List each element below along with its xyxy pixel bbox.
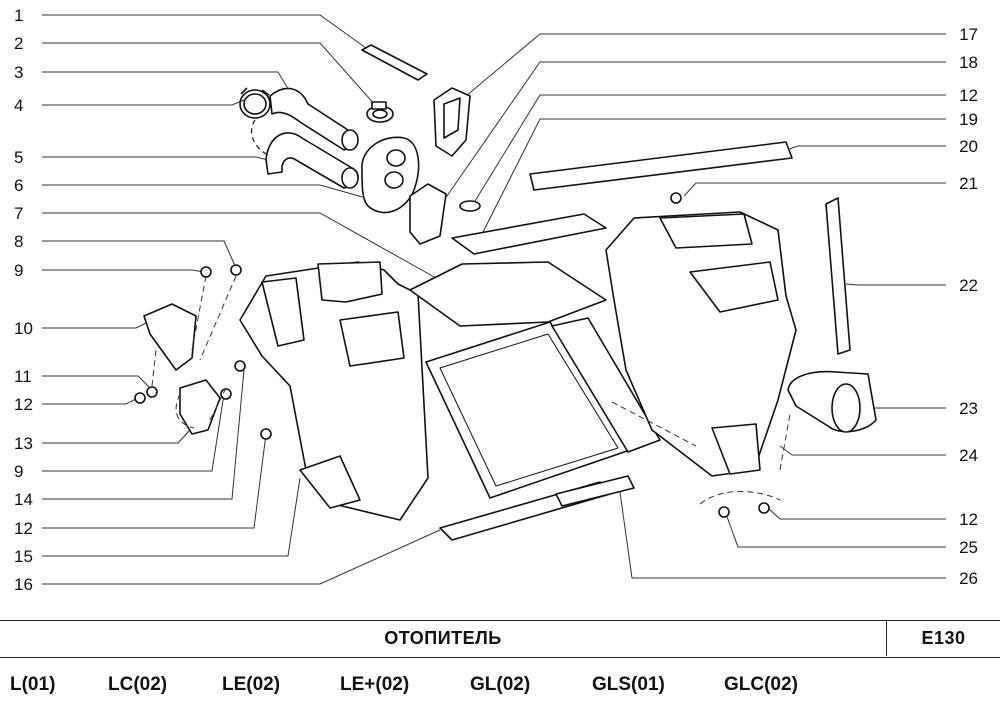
callout-number: 1	[14, 6, 23, 25]
callout-number: 5	[14, 148, 23, 167]
leader-line	[42, 156, 269, 161]
leader-line	[42, 269, 205, 273]
callout-number: 13	[14, 434, 33, 453]
leader-line	[42, 321, 149, 329]
variant-item: GLC(02)	[724, 674, 798, 695]
callout-number: 12	[14, 519, 33, 538]
dashed-guide-lines	[151, 275, 791, 505]
callout-number: 10	[14, 319, 33, 338]
callout-number: 2	[14, 34, 23, 53]
callout-number: 17	[959, 25, 978, 44]
part-6-grommet-plate	[361, 136, 420, 214]
callout-number: 16	[14, 575, 33, 594]
leader-line	[465, 33, 946, 97]
variant-item: LE+(02)	[340, 674, 410, 695]
variant-item: L(01)	[10, 674, 56, 695]
callout-number: 12	[959, 86, 978, 105]
callout-number: 9	[14, 462, 23, 481]
part-4-spring-clamp	[239, 87, 271, 119]
part-18-valve-bracket	[433, 87, 471, 157]
leader-line	[42, 397, 139, 405]
leader-line	[42, 529, 441, 585]
callout-number: 15	[14, 547, 33, 566]
title-bar: ОТОПИТЕЛЬ E130	[0, 620, 1000, 658]
part-17-valve	[409, 183, 447, 245]
part-24-housing-cover	[605, 211, 797, 477]
leader-line	[725, 513, 946, 548]
leader-line	[779, 445, 946, 456]
part-16-radiator	[425, 317, 661, 499]
part-19-flap	[451, 213, 607, 255]
callout-number: 24	[959, 446, 978, 465]
leader-line	[42, 99, 245, 106]
callout-number: 14	[14, 490, 33, 509]
part-23-air-duct	[787, 370, 877, 433]
callout-number: 3	[14, 63, 23, 82]
part-10-bracket	[143, 303, 197, 371]
callout-number: 11	[14, 367, 32, 386]
callout-number: 6	[14, 176, 23, 195]
variant-item: LE(02)	[222, 674, 281, 695]
page-title: ОТОПИТЕЛЬ	[384, 628, 502, 648]
leader-line	[619, 491, 946, 579]
callout-number: 7	[14, 204, 23, 223]
leader-line	[42, 393, 225, 472]
variant-list: L(01) LC(02) LE(02) LE+(02) GL(02) GLS(0…	[0, 670, 1000, 704]
callout-number: 25	[959, 538, 978, 557]
leader-line	[845, 283, 946, 286]
part-2-hose-clamp	[366, 101, 394, 123]
part-13-bracket	[179, 379, 221, 435]
callout-number: 12	[14, 395, 33, 414]
leader-line	[785, 145, 946, 151]
callout-number: 22	[959, 276, 978, 295]
heater-parts-artwork	[134, 44, 877, 541]
leader-line	[473, 118, 946, 251]
variant-item: LC(02)	[108, 674, 168, 695]
callout-number: 23	[959, 399, 978, 418]
variant-item: GL(02)	[470, 674, 531, 695]
part-7-top-cover	[409, 261, 607, 327]
leader-line	[42, 429, 191, 444]
callout-number: 19	[959, 110, 978, 129]
part-22-seal-strip	[825, 197, 851, 355]
leader-line	[42, 375, 151, 389]
part-1-seal-strip	[361, 44, 428, 81]
leader-line	[42, 14, 367, 49]
leader-line	[42, 184, 367, 199]
leader-line	[683, 182, 946, 197]
callout-number: 4	[14, 96, 23, 115]
leader-line	[42, 433, 267, 529]
callout-number: 18	[959, 53, 978, 72]
leader-line	[439, 61, 946, 207]
part-20-seal-strip	[529, 141, 793, 191]
callout-number: 20	[959, 137, 978, 156]
screws	[134, 192, 770, 518]
leader-line	[42, 369, 245, 500]
callout-number: 9	[14, 261, 23, 280]
leader-line	[42, 240, 237, 269]
section-code: E130	[886, 621, 1000, 656]
callouts-right: 17 18 12 19 20 21 22 23 24 12 25 26	[959, 25, 978, 588]
part-16-heater-housing	[239, 261, 429, 521]
leader-line	[42, 212, 437, 279]
callout-number: 21	[959, 174, 978, 193]
leader-line	[42, 71, 291, 93]
callout-number: 26	[959, 569, 978, 588]
leader-line	[767, 507, 946, 520]
variant-item: GLS(01)	[592, 674, 665, 695]
leader-line	[42, 477, 301, 557]
leader-lines	[42, 14, 946, 585]
callout-number: 8	[14, 232, 23, 251]
leader-line	[42, 42, 377, 107]
callout-number: 12	[959, 510, 978, 529]
leader-line	[471, 94, 946, 207]
